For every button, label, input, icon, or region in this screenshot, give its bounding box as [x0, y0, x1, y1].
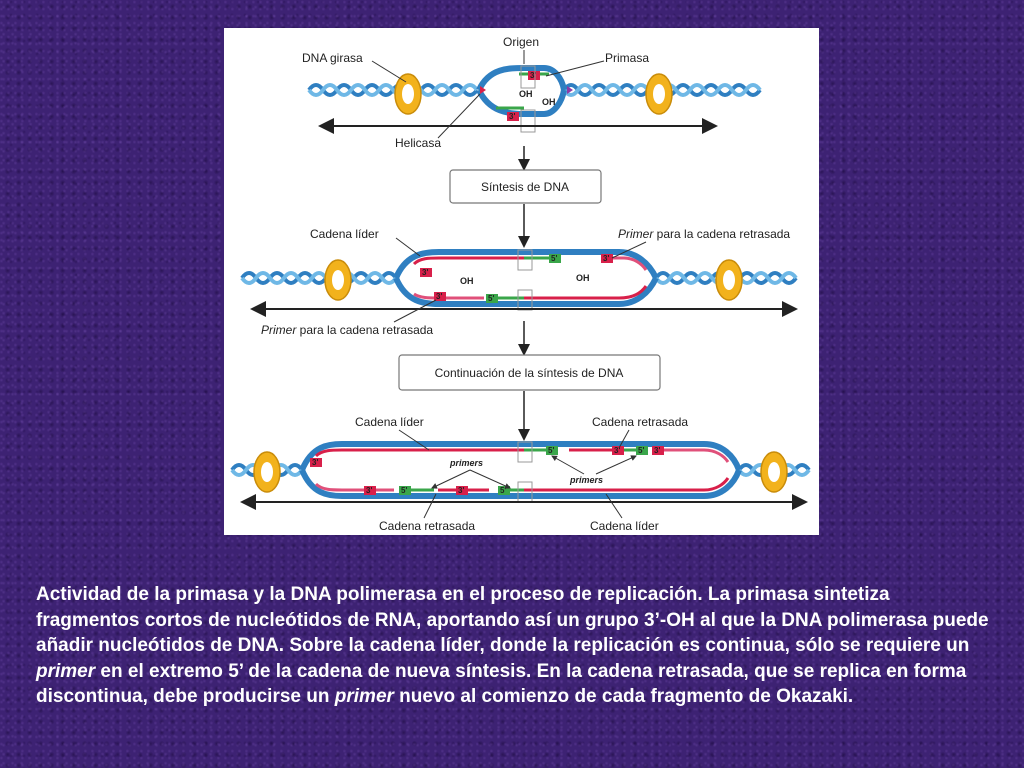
label-cadena-lider-bottom: Cadena líder	[590, 519, 659, 533]
helix-icon	[307, 83, 479, 97]
svg-text:3': 3'	[603, 254, 609, 263]
gyrase-ring-icon	[324, 259, 352, 301]
label-cadena-retrasada-top: Cadena retrasada	[592, 415, 688, 429]
svg-text:3': 3'	[458, 486, 464, 495]
label-cadena-retrasada-bottom: Cadena retrasada	[379, 519, 475, 533]
svg-text:3': 3'	[366, 486, 372, 495]
svg-text:5': 5'	[551, 254, 557, 263]
svg-text:OH: OH	[460, 276, 474, 286]
stage-2: 3' 3' 5' 5' 3' OH OH Cadena líder Primer…	[240, 227, 798, 337]
svg-text:5': 5'	[401, 486, 407, 495]
label-helicasa: Helicasa	[395, 136, 441, 150]
replication-diagram: 3' 3' OH OH Origen DNA girasa Primasa He…	[230, 35, 811, 533]
label-primers-left: primers	[449, 458, 483, 468]
figure-caption: Actividad de la primasa y la DNA polimer…	[36, 584, 989, 707]
svg-text:3': 3'	[509, 112, 515, 121]
label-primasa: Primasa	[605, 51, 649, 65]
svg-text:Continuación de la síntesis de: Continuación de la síntesis de DNA	[435, 366, 624, 380]
svg-text:OH: OH	[576, 273, 590, 283]
box-continuacion	[398, 354, 661, 391]
svg-text:3': 3'	[654, 446, 660, 455]
gyrase-ring-icon	[715, 259, 743, 301]
bubble-bottom-strand	[476, 88, 567, 117]
label-primers-right: primers	[569, 475, 603, 485]
svg-text:OH: OH	[519, 89, 533, 99]
svg-text:5': 5'	[548, 446, 554, 455]
label-primer-retrasada-bottom: Primer para la cadena retrasada	[261, 323, 433, 337]
svg-text:5': 5'	[638, 446, 644, 455]
stage-1: 3' 3' OH OH Origen DNA girasa Primasa He…	[302, 35, 762, 150]
svg-text:3': 3'	[530, 71, 536, 80]
label-origen: Origen	[503, 35, 539, 49]
bubble-top-strand	[476, 65, 567, 92]
gyrase-ring-icon	[645, 73, 673, 115]
svg-text:Síntesis de DNA: Síntesis de DNA	[481, 180, 569, 194]
svg-text:3': 3'	[436, 292, 442, 301]
svg-text:5': 5'	[488, 294, 494, 303]
svg-text:OH: OH	[542, 97, 556, 107]
gyrase-ring-icon	[760, 451, 788, 493]
label-cadena-lider: Cadena líder	[310, 227, 379, 241]
svg-text:3': 3'	[422, 268, 428, 277]
svg-text:3': 3'	[614, 446, 620, 455]
svg-text:3': 3'	[312, 458, 318, 467]
stage-3: 3' 5' 3' 5' 3' 3' 5' 3' 5' Cadena líder …	[230, 415, 811, 533]
gyrase-ring-icon	[394, 73, 422, 115]
label-dna-girasa: DNA girasa	[302, 51, 363, 65]
figure-panel: 3' 3' OH OH Origen DNA girasa Primasa He…	[224, 28, 819, 535]
label-cadena-lider-top: Cadena líder	[355, 415, 424, 429]
gyrase-ring-icon	[253, 451, 281, 493]
label-primer-retrasada-top: Primer para la cadena retrasada	[618, 227, 790, 241]
box-sintesis	[449, 169, 602, 204]
svg-text:5': 5'	[500, 486, 506, 495]
